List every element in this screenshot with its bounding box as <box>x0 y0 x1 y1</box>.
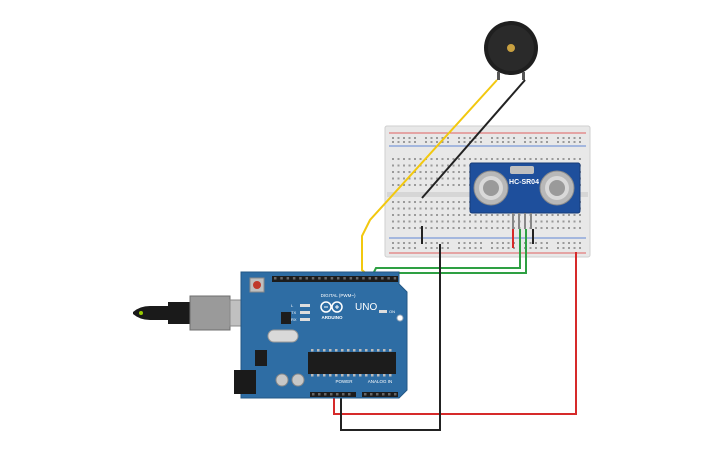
brand-label: ARDUINO <box>322 315 343 320</box>
digital-label: DIGITAL (PWM~) <box>321 293 356 298</box>
on-label: ON <box>389 309 395 314</box>
tx-label: TX <box>291 310 296 315</box>
rx-label: RX <box>291 317 297 322</box>
digital-header <box>272 276 398 282</box>
wire-black-gnd[interactable] <box>340 244 441 431</box>
usb-cable <box>133 295 245 331</box>
atmega-chip <box>308 352 396 374</box>
wire-red-power[interactable] <box>333 252 577 415</box>
piezo-buzzer[interactable] <box>484 21 538 80</box>
sensor-receiver <box>539 170 575 206</box>
power-jack <box>234 370 256 394</box>
l-label: L <box>291 303 294 308</box>
crystal <box>267 329 299 343</box>
arduino-uno[interactable]: DIGITAL (PWM~) L TX RX ON UNO ARDUINO <box>234 271 408 399</box>
buzzer-center-icon <box>507 44 515 52</box>
ultrasonic-sensor[interactable]: HC-SR04 <box>469 162 581 229</box>
sensor-transmitter <box>473 170 509 206</box>
power-header <box>310 392 356 397</box>
power-label: POWER <box>335 379 353 384</box>
analog-label: ANALOG IN <box>368 379 393 384</box>
model-label: UNO <box>355 302 377 313</box>
analog-header <box>362 392 398 397</box>
arduino-logo-icon <box>320 301 343 313</box>
wire-black-buzzer[interactable] <box>421 79 526 199</box>
sensor-label: HC-SR04 <box>509 179 539 186</box>
